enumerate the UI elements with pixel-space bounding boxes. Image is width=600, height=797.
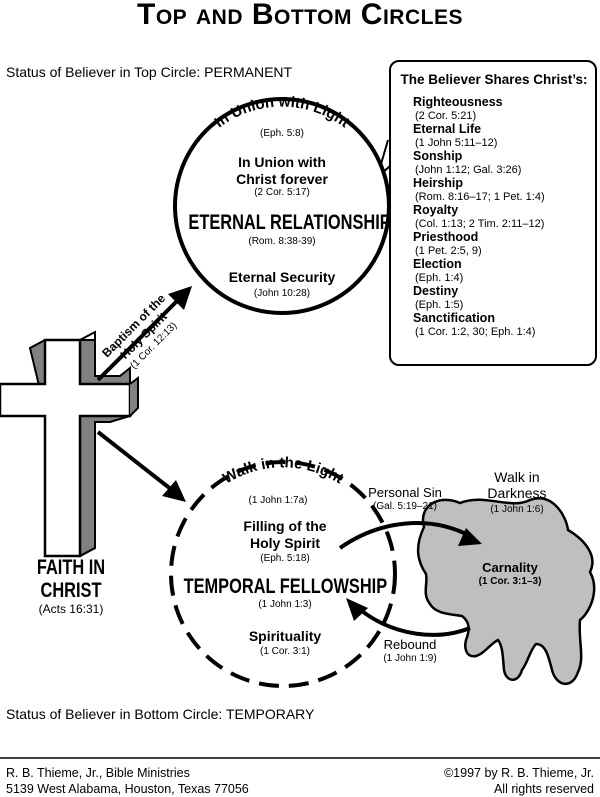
footer-left: R. B. Thieme, Jr., Bible Ministries 5139… [6,765,249,797]
shares-title: The Believer Shares Christ’s: [400,72,588,87]
cross-icon [0,330,139,558]
faith-line1: FAITH IN [36,556,106,579]
share-item: Sonship(John 1:12; Gal. 3:26) [413,149,522,177]
footer-right-line1: ©1997 by R. B. Thieme, Jr. [443,766,594,780]
darkness-line2: Darkness [487,485,547,501]
darkness-line1: Walk in [494,469,540,485]
footer-right: ©1997 by R. B. Thieme, Jr. All rights re… [444,765,594,797]
spirituality-label: Spirituality [248,628,322,644]
fellowship-ref: (1 John 1:3) [258,599,312,610]
darkness-label: Walk in Darkness [462,469,572,501]
personal-sin-ref: (Gal. 5:19–21) [373,501,437,512]
union-line1: In Union with [238,154,326,170]
bottom-circle-status: Status of Believer in Bottom Circle: TEM… [6,706,315,722]
carnality-ref: (1 Cor. 3:1–3) [478,576,542,587]
relationship-ref: (Rom. 8:38-39) [248,236,316,247]
union-ref: (2 Cor. 5:17) [254,187,310,198]
faith-arrow-icon [96,430,186,502]
faith-ref: (Acts 16:31) [38,602,104,616]
filling-ref: (Eph. 5:18) [260,553,310,564]
page-title: Top and Bottom Circles [137,0,463,31]
eternal-security-label: Eternal Security [228,269,336,285]
share-item: Royalty(Col. 1:13; 2 Tim. 2:11–12) [413,203,545,231]
union-line2: Christ forever [236,171,328,187]
temporal-fellowship-label: TEMPORAL FELLOWSHIP [183,575,388,598]
bottom-circle [169,460,397,688]
share-item: Sanctification(1 Cor. 1:2, 30; Eph. 1:4) [413,311,536,339]
personal-sin-label: Personal Sin [368,485,442,500]
share-item: Destiny(Eph. 1:5) [413,284,464,312]
carnality-label: Carnality [482,560,538,575]
faith-line2: CHRIST [40,579,102,602]
top-circle-status: Status of Believer in Top Circle: PERMAN… [6,64,293,80]
union-text: In Union with Christ forever [202,154,362,188]
shares-list: Righteousness(2 Cor. 5:21) Eternal Life(… [413,96,595,339]
security-ref: (John 10:28) [253,288,311,299]
personal-sin-arrow-icon [338,521,471,550]
filling-line2: Holy Spirit [249,535,320,551]
rebound-arrow-icon [356,606,471,637]
filling-line1: Filling of the [243,518,327,534]
spirituality-ref: (1 Cor. 3:1) [259,646,311,657]
share-item: Righteousness(2 Cor. 5:21) [413,95,503,123]
footer-right-line2: All rights reserved [493,782,594,796]
faith-label: FAITH IN CHRIST (Acts 16:31) [4,556,138,616]
footer-left-line1: R. B. Thieme, Jr., Bible Ministries [6,766,190,780]
share-item: Election(Eph. 1:4) [413,257,464,285]
footer-left-line2: 5139 West Alabama, Houston, Texas 77056 [6,782,249,796]
share-item: Eternal Life(1 John 5:11–12) [413,122,498,150]
bottom-arc-ref: (1 John 1:7a) [248,495,308,506]
baptism-arrow-icon [96,286,192,382]
darkness-ref: (1 John 1:6) [490,504,544,515]
share-item: Priesthood(1 Pet. 2:5, 9) [413,230,482,258]
top-arc-ref: (Eph. 5:8) [260,128,304,139]
rebound-label: Rebound [383,637,437,652]
eternal-relationship-label: ETERNAL RELATIONSHIP [188,211,391,234]
share-item: Heirship(Rom. 8:16–17; 1 Pet. 1:4) [413,176,545,204]
filling-text: Filling of the Holy Spirit [200,518,370,552]
rebound-ref: (1 John 1:9) [383,653,437,664]
shares-callout-box [389,60,597,366]
